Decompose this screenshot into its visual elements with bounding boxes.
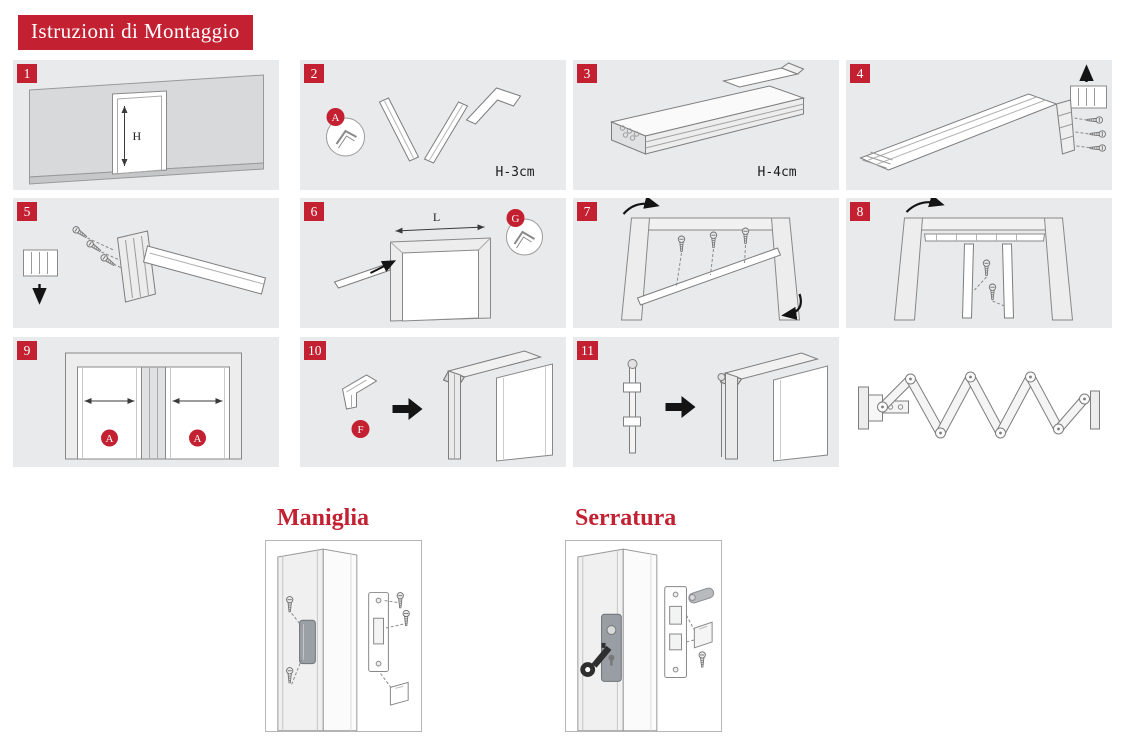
screw-icon [99, 252, 117, 268]
callout-g-badge [506, 209, 525, 227]
step-panel-9: 9 A A [13, 337, 279, 467]
height-minus-3cm-label: H-3cm [496, 165, 535, 180]
step-panel-5: 5 [13, 198, 279, 328]
callout-a-badge-left [101, 429, 118, 447]
screw-icon [709, 231, 718, 248]
lock-install-illustration [577, 548, 715, 731]
step-number-badge: 5 [17, 202, 37, 221]
screw-icon [1089, 144, 1106, 152]
callout-a-label-left: A [106, 433, 114, 445]
insert-arrow-icon [370, 260, 397, 274]
handle-section-title: Maniglia [277, 505, 370, 531]
screw-icon [982, 259, 991, 276]
step-number-badge: 3 [577, 64, 597, 83]
track-stack-illustration: H-4cm [609, 62, 806, 180]
callout-a-label-right: A [194, 433, 202, 445]
step-number-badge: 11 [577, 341, 598, 360]
screw-icon [1086, 116, 1103, 124]
step-panel-3: 3 H-4cm [573, 60, 839, 190]
rotate-arrow-icon [905, 198, 945, 213]
strike-plate [389, 681, 409, 706]
screw-icon [396, 592, 404, 609]
screw-icon [741, 227, 750, 244]
step-panel-7: 7 [573, 198, 839, 328]
jamb-profiles-illustration: A H-3cm [326, 87, 535, 180]
rotate-arrow-icon [622, 198, 660, 215]
step-panel-2: 2 A H-3cm [300, 60, 566, 190]
step-number-badge: 7 [577, 202, 597, 221]
step-panel-1: 1 H [13, 60, 279, 190]
latch-keeper [693, 621, 713, 649]
wall-opening-illustration: H [29, 74, 264, 185]
handle-panel [265, 540, 422, 732]
track-assembly-reverse-illustration [23, 224, 267, 305]
step-number-badge: 1 [17, 64, 37, 83]
width-dimension-label: L [433, 210, 440, 224]
escutcheon-plate [601, 613, 622, 682]
rotate-arrow-icon [781, 293, 802, 320]
callout-a-badge-right [189, 429, 206, 447]
height-minus-4cm-label: H-4cm [758, 165, 797, 180]
callout-a-badge [326, 108, 345, 126]
double-frame-alignment-illustration: A A [65, 352, 242, 460]
lock-plate [664, 586, 687, 678]
step-number-badge: 4 [850, 64, 870, 83]
insert-arrow-icon [665, 396, 696, 418]
step-panel-8: 8 [846, 198, 1112, 328]
crossbar-install-illustration [620, 198, 802, 321]
handle-install-illustration [277, 548, 410, 731]
folding-mechanism-illustration [858, 371, 1100, 439]
step-number-badge: 6 [304, 202, 324, 221]
step-number-badge: 8 [850, 202, 870, 221]
screw-icon [698, 651, 706, 668]
screw-icon [71, 224, 89, 240]
callout-f-badge [351, 420, 370, 438]
step-panel-6: 6 L G [300, 198, 566, 328]
folding-mechanism-panel [846, 337, 1112, 467]
step-number-badge: 10 [304, 341, 326, 360]
screw-icon [988, 283, 997, 300]
lock-section-title: Serratura [575, 505, 677, 531]
step-number-badge: 9 [17, 341, 37, 360]
callout-g-label: G [512, 213, 520, 225]
screw-icon [677, 235, 686, 252]
height-dimension-label: H [133, 129, 142, 143]
step-panel-4: 4 [846, 60, 1112, 190]
insert-arrow-icon [392, 398, 423, 420]
screw-icon [85, 238, 103, 254]
recessed-handle [299, 619, 316, 665]
jamb-install-illustration [893, 198, 1074, 321]
callout-a-label: A [332, 112, 340, 124]
track-assembly-screws-illustration [859, 64, 1107, 171]
step-panel-10: 10 F [300, 337, 566, 467]
step-panel-11: 11 [573, 337, 839, 467]
screw-icon [402, 609, 410, 627]
step-number-badge: 2 [304, 64, 324, 83]
page-title: Istruzioni di Montaggio [18, 15, 253, 50]
frame-width-illustration: L G [333, 209, 543, 322]
callout-f-label: F [357, 424, 363, 436]
hinge-rod-illustration [623, 352, 828, 462]
screw-icon [1089, 130, 1106, 138]
corner-gasket-illustration: F [341, 350, 553, 462]
lock-panel [565, 540, 722, 732]
